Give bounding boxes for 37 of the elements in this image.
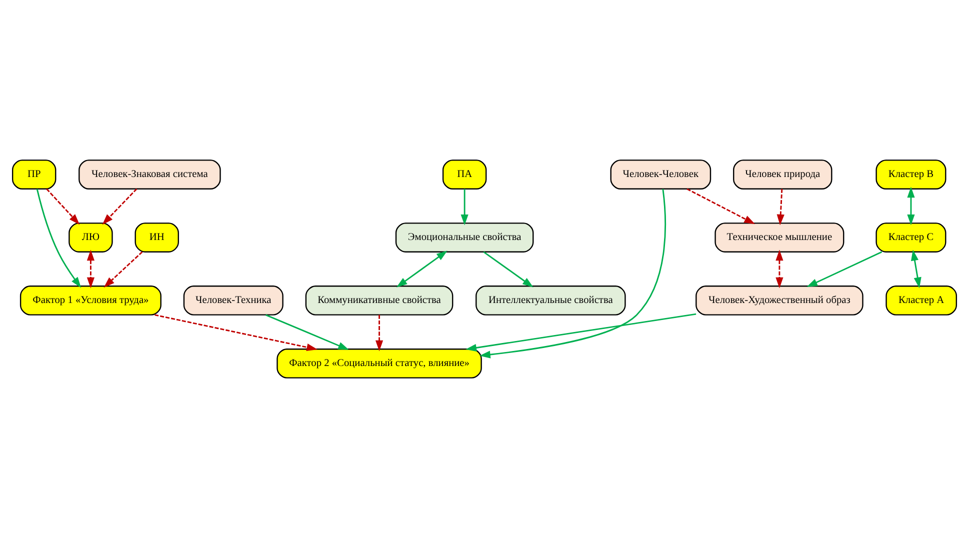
arrow: [480, 189, 666, 358]
node-box: Человек-Человек: [610, 160, 712, 190]
node-box: Человек природа: [733, 160, 832, 190]
node-box: Кластер A: [886, 286, 958, 316]
node-box: ПА: [442, 160, 487, 190]
arrow: [36, 188, 82, 288]
node-box: Человек-Техника: [183, 286, 284, 316]
node-box: Коммуникативные свойства: [305, 286, 454, 316]
node-box: Интеллектуальные свойства: [476, 286, 626, 316]
arrow: [375, 314, 384, 352]
arrow: [686, 188, 756, 224]
node-box: ИН: [134, 222, 179, 252]
arrow: [466, 313, 696, 352]
arrow: [102, 188, 138, 225]
node-box: Фактор 1 «Условия труда»: [20, 286, 162, 316]
node-box: ПР: [12, 160, 56, 190]
node-box: Человек-Художественный образ: [696, 286, 864, 316]
node-box: Кластер B: [876, 160, 946, 190]
arrow: [776, 188, 784, 226]
arrow: [806, 251, 882, 288]
arrow: [483, 251, 534, 288]
node-box: ЛЮ: [68, 222, 113, 252]
node-box: Фактор 2 «Социальный статус, влияние»: [276, 348, 482, 378]
node-box: Человек-Знаковая система: [78, 160, 221, 190]
arrow: [460, 188, 468, 226]
node-box: Техническое мышление: [714, 222, 844, 252]
node-box: Кластер C: [876, 222, 946, 252]
arrow: [910, 250, 922, 288]
arrow: [396, 250, 448, 288]
arrow: [46, 188, 80, 225]
arrow: [776, 250, 784, 288]
arrow: [907, 186, 915, 226]
node-box: Эмоциональные свойства: [395, 222, 534, 252]
arrow: [104, 251, 143, 288]
arrow: [266, 314, 349, 350]
arrow: [154, 314, 318, 351]
arrow: [86, 250, 94, 288]
